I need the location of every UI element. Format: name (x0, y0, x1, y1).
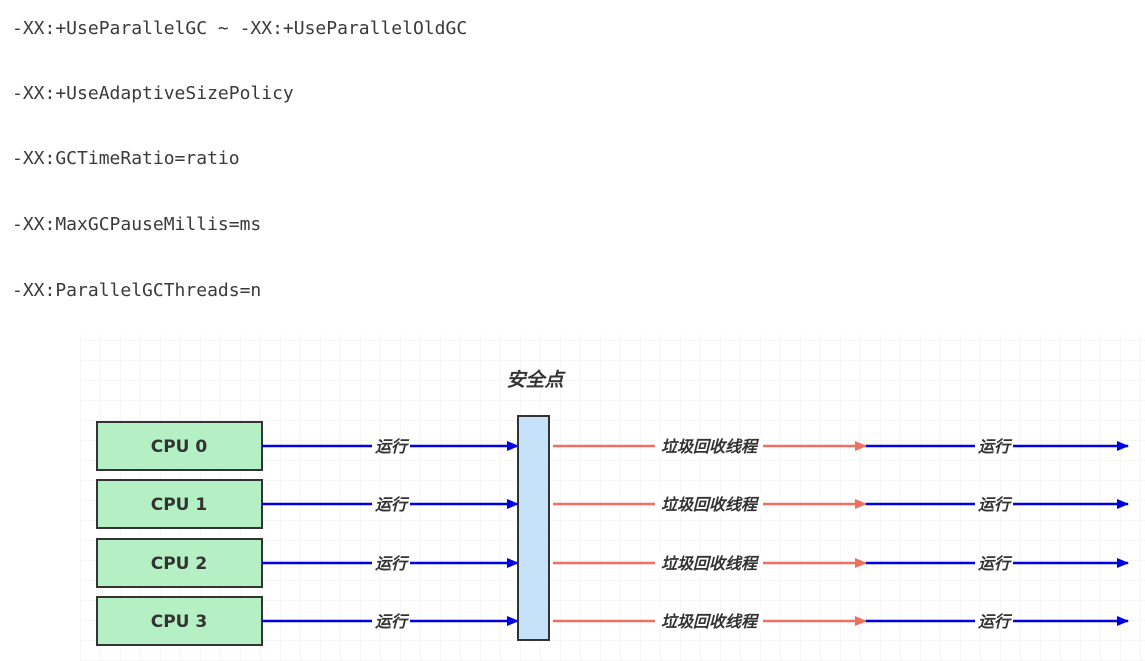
safepoint-bar (517, 415, 550, 641)
label-bg (372, 553, 410, 573)
cpu-label: CPU 0 (151, 437, 208, 457)
cpu-box (96, 596, 263, 646)
label-bg (655, 611, 763, 631)
jvm-option-line: -XX:GCTimeRatio=ratio (12, 148, 240, 169)
label-bg (975, 494, 1013, 514)
jvm-option-line: -XX:+UseAdaptiveSizePolicy (12, 83, 294, 104)
run-label: 运行 (978, 554, 1013, 573)
run-label: 运行 (978, 495, 1013, 514)
run-label: 运行 (978, 612, 1013, 631)
cpu-box (96, 479, 263, 529)
label-bg (975, 436, 1013, 456)
run-label: 运行 (375, 437, 410, 456)
gc-thread-label: 垃圾回收线程 (661, 437, 760, 456)
label-bg (975, 553, 1013, 573)
jvm-option-line: -XX:ParallelGCThreads=n (12, 280, 262, 301)
label-bg (372, 494, 410, 514)
cpu-label: CPU 1 (151, 495, 208, 515)
run-label: 运行 (375, 495, 410, 514)
safepoint-title: 安全点 (506, 369, 566, 391)
run-label: 运行 (375, 554, 410, 573)
gc-thread-label: 垃圾回收线程 (661, 554, 760, 573)
cpu-box (96, 538, 263, 588)
label-bg (655, 494, 763, 514)
jvm-option-line: -XX:+UseParallelGC ~ -XX:+UseParallelOld… (12, 18, 468, 39)
cpu-label: CPU 2 (151, 554, 208, 574)
jvm-option-line: -XX:MaxGCPauseMillis=ms (12, 214, 262, 235)
label-bg (975, 611, 1013, 631)
label-bg (372, 611, 410, 631)
label-bg (655, 553, 763, 573)
run-label: 运行 (375, 612, 410, 631)
gc-thread-label: 垃圾回收线程 (661, 612, 760, 631)
cpu-box (96, 421, 263, 471)
label-bg (372, 436, 410, 456)
cpu-label: CPU 3 (151, 612, 208, 632)
label-bg (655, 436, 763, 456)
gc-thread-label: 垃圾回收线程 (661, 495, 760, 514)
run-label: 运行 (978, 437, 1013, 456)
